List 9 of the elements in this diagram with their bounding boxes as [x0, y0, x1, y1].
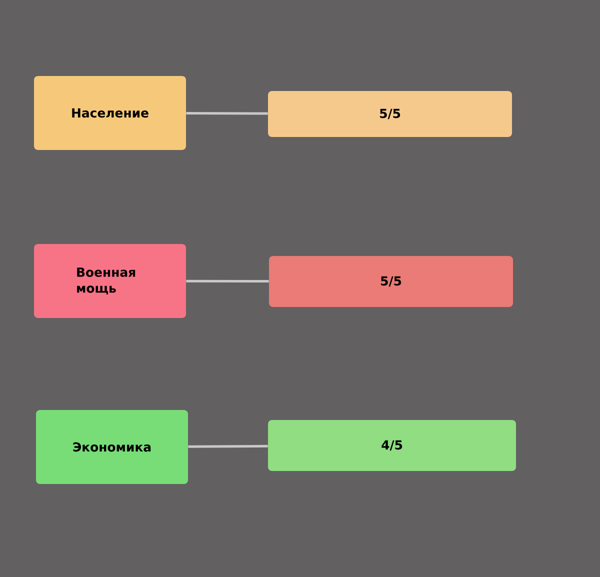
category-box: Экономика: [36, 410, 188, 484]
connector-line: [188, 444, 268, 448]
connector-line: [186, 280, 269, 283]
category-box: Военная мощь: [34, 244, 186, 318]
score-box: 5/5: [268, 91, 512, 137]
score-box: 4/5: [268, 420, 516, 471]
connector-line: [186, 112, 268, 115]
category-box: Население: [34, 76, 186, 150]
score-box: 5/5: [269, 256, 513, 307]
